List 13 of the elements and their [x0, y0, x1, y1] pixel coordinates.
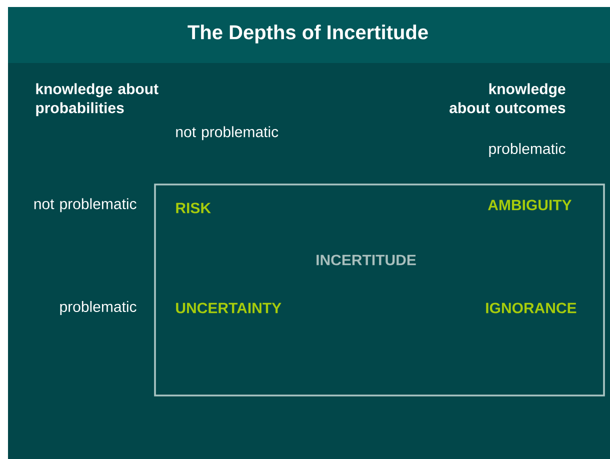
row-label: not problematic [34, 198, 136, 212]
quadrant-label: AMBIGUITY [488, 200, 572, 210]
row-label: problematic [60, 301, 136, 315]
axis-heading: knowledge about outcomes [450, 83, 566, 114]
axis-heading: knowledge about probabilities [36, 83, 158, 116]
column-label: problematic [489, 143, 566, 157]
column-label: not problematic [176, 126, 278, 140]
title: The Depths of Incertitude [188, 24, 428, 44]
quadrant-label: IGNORANCE [486, 302, 576, 314]
quadrant-label: RISK [176, 202, 211, 214]
matrix-heading: INCERTITUDE [316, 254, 416, 266]
quadrant-label: UNCERTAINTY [176, 302, 282, 314]
matrix-frame [154, 184, 605, 396]
